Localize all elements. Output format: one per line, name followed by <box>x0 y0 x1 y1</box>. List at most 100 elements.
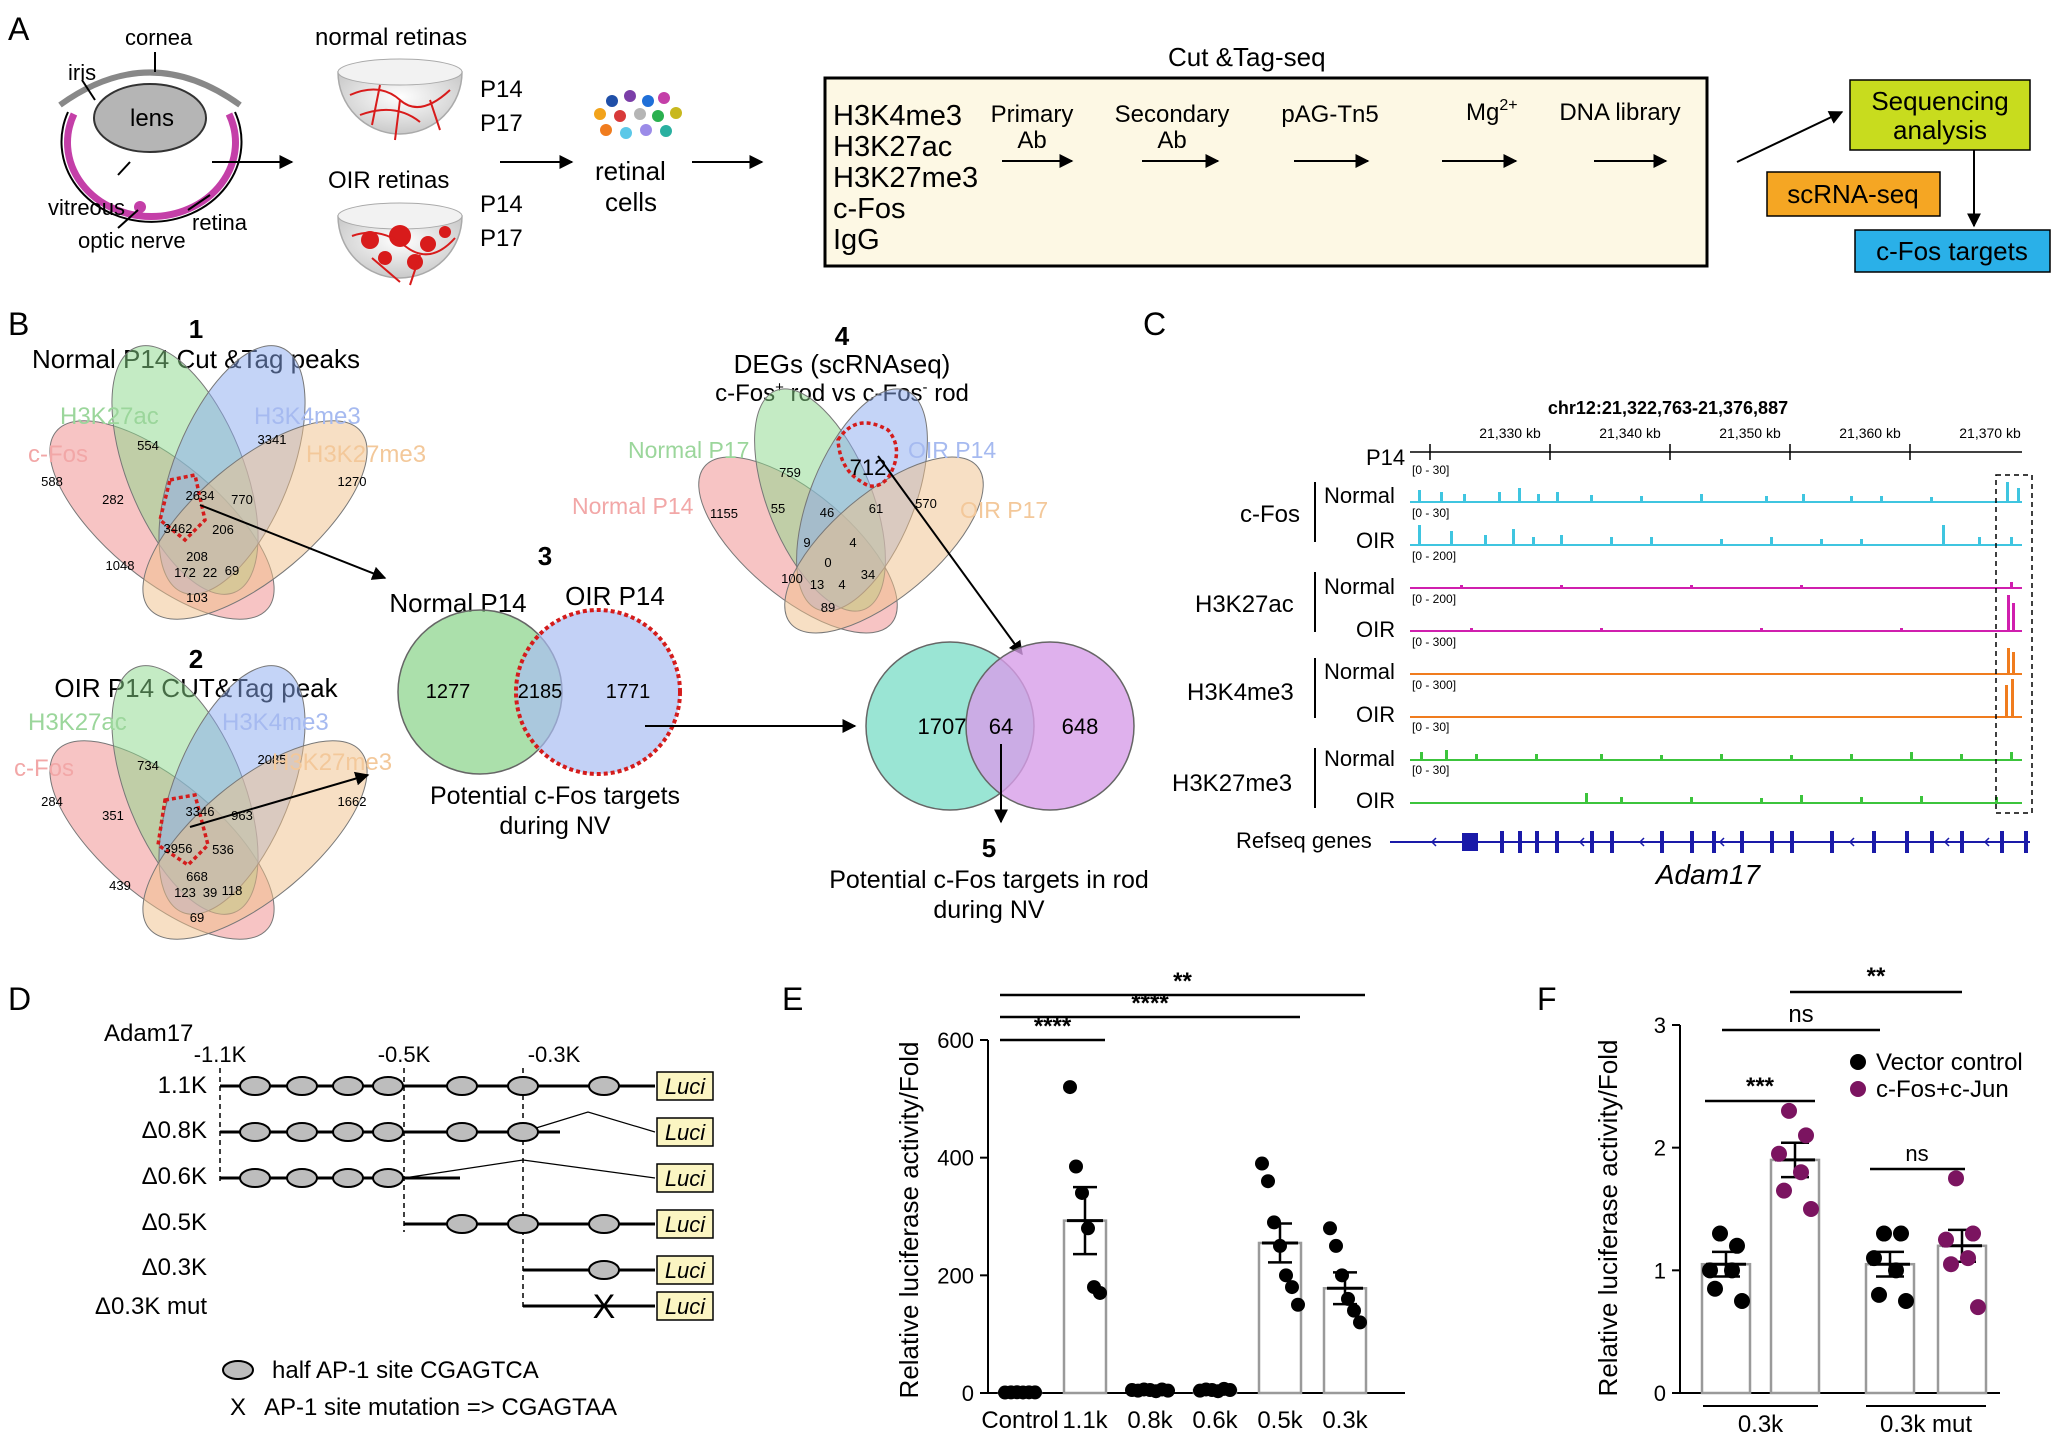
venn1-label-h3k4me3: H3K4me3 <box>254 403 361 430</box>
gene-exon <box>2000 831 2004 853</box>
venn4-label-oir-p14: OIR P14 <box>908 437 996 463</box>
venn1-value: 3341 <box>258 432 287 447</box>
venn1-value: 1048 <box>106 558 135 573</box>
track-peak <box>1765 496 1768 502</box>
venn5-value: 1707 <box>918 714 967 739</box>
eye-diagram: cornea iris lens vitreous retina optic n… <box>48 25 248 253</box>
step-primary-2: Ab <box>1017 127 1046 154</box>
gene-exon <box>1872 831 1876 853</box>
chart-f-ytick-label: 1 <box>1654 1258 1666 1283</box>
cfos-targets-label: c-Fos targets <box>1876 236 2028 266</box>
track-peak <box>1512 529 1515 545</box>
chart-f-point <box>1798 1127 1814 1144</box>
venn1-title: Normal P14 Cut &Tag peaks <box>32 344 360 374</box>
venn2-value: 1662 <box>338 794 367 809</box>
venn4-value: 4 <box>849 535 856 550</box>
chart-e-ytick-label: 200 <box>937 1263 974 1288</box>
venn1-value: 69 <box>225 563 239 578</box>
chart-f-bar <box>1864 1262 1916 1395</box>
step-mg: Mg2+ <box>1466 97 1518 126</box>
track-peak <box>1800 585 1803 588</box>
panel-d: D Adam17 -1.1K -0.5K -0.3K 1.1K Luci Δ0.… <box>8 981 714 1421</box>
track-peak <box>1440 492 1443 502</box>
track-peak <box>1650 537 1653 545</box>
gene-exon <box>1690 831 1694 853</box>
track-peak <box>1690 585 1693 588</box>
chart-f-point <box>1707 1280 1723 1297</box>
venn1-h3k27me3-set <box>142 420 368 620</box>
venn4-number: 4 <box>835 321 850 351</box>
venn5-caption-1: Potential c-Fos targets in rod <box>829 866 1149 894</box>
track-group-h3k27me3: H3K27me3 <box>1172 770 1292 797</box>
track-peak <box>1880 496 1883 502</box>
venn1-value: 206 <box>212 522 234 537</box>
chart-f-ytick-label: 0 <box>1654 1381 1666 1406</box>
track-signal <box>1410 750 2022 761</box>
track-cond-oir: OIR <box>1356 702 1395 727</box>
chart-f-sig-label: ns <box>1788 1001 1813 1028</box>
track-range: [0 - 30] <box>1412 463 1449 477</box>
lens-label: lens <box>130 105 174 132</box>
chart-e-sig-label: ** <box>1173 968 1192 995</box>
venn2-label-h3k27ac: H3K27ac <box>28 709 127 736</box>
luci-box <box>656 1255 714 1285</box>
eye-lens <box>93 83 207 153</box>
refseq-label: Refseq genes <box>1236 828 1372 853</box>
position-1-1k: -1.1K <box>194 1042 247 1067</box>
track-peak <box>1610 537 1613 545</box>
chart-e-xtick-label: Control <box>981 1407 1058 1434</box>
venn1-value: 588 <box>41 474 63 489</box>
venn1-value: 3462 <box>164 521 193 536</box>
gene-strand-arrow <box>1943 837 1950 847</box>
chart-f-ytick-label: 2 <box>1654 1136 1666 1161</box>
venn2-value: 284 <box>41 794 63 809</box>
track-peak <box>2010 582 2013 588</box>
venn2-4way: 734 2085 284 1662 351 3346 963 3956 536 … <box>41 665 368 940</box>
track-cond-normal: Normal <box>1324 659 1395 684</box>
eye-outer-ring <box>60 111 243 223</box>
track-cond-normal: Normal <box>1324 483 1395 508</box>
venn4-value: 34 <box>861 567 875 582</box>
legend-mut-symbol: X <box>230 1394 246 1421</box>
luci-label: Luci <box>665 1166 706 1191</box>
track-peak <box>1860 539 1863 545</box>
genome-coords: chr12:21,322,763-21,376,887 <box>1548 398 1788 418</box>
iris-pointer <box>81 79 96 101</box>
track-peak <box>1475 754 1478 760</box>
chart-e-point <box>1069 1159 1083 1174</box>
track-peak <box>2017 488 2020 502</box>
gene-strand-arrow <box>1430 837 1437 847</box>
gene-strand-arrow <box>1983 837 1990 847</box>
venn2-value: 734 <box>137 758 159 773</box>
oir-retinas-title: OIR retinas <box>328 167 449 194</box>
track-peak <box>1535 754 1538 760</box>
venn4-value: 100 <box>781 571 803 586</box>
venn1-label-cfos: c-Fos <box>28 441 88 468</box>
chart-e-point <box>1291 1297 1305 1312</box>
track-peak <box>1720 754 1723 760</box>
scrna-seq-box <box>1766 171 1941 217</box>
chart-e-point <box>1335 1268 1349 1283</box>
track-peak <box>1820 539 1823 545</box>
chart-e-point <box>1255 1156 1269 1171</box>
normal-age-p14: P14 <box>480 76 523 103</box>
venn2-label-cfos: c-Fos <box>14 755 74 782</box>
chart-f-point <box>1803 1201 1819 1217</box>
normal-retinas-title: normal retinas <box>315 24 467 51</box>
chart-e-point <box>1081 1221 1095 1236</box>
legend-ap1-label: half AP-1 site CGAGTCA <box>272 1357 539 1384</box>
chart-f-point <box>1771 1145 1787 1162</box>
ruler-tick-label: 21,330 kb <box>1479 425 1541 441</box>
construct-label: Δ0.3K mut <box>95 1293 207 1320</box>
track-peak <box>1560 585 1563 588</box>
chart-e-xtick-label: 0.8k <box>1127 1407 1173 1434</box>
track-peak <box>1920 796 1923 803</box>
venn1-value: 2634 <box>186 488 215 503</box>
venn4-4way: 759 712 1155 570 55 46 61 9 0 4 100 13 4… <box>698 388 984 634</box>
construct-label: 1.1K <box>158 1072 207 1099</box>
gene-strand-arrow <box>1638 837 1645 847</box>
track-peak <box>2005 685 2008 717</box>
track-peak <box>1470 628 1473 631</box>
oir-age-p14: P14 <box>480 191 523 218</box>
